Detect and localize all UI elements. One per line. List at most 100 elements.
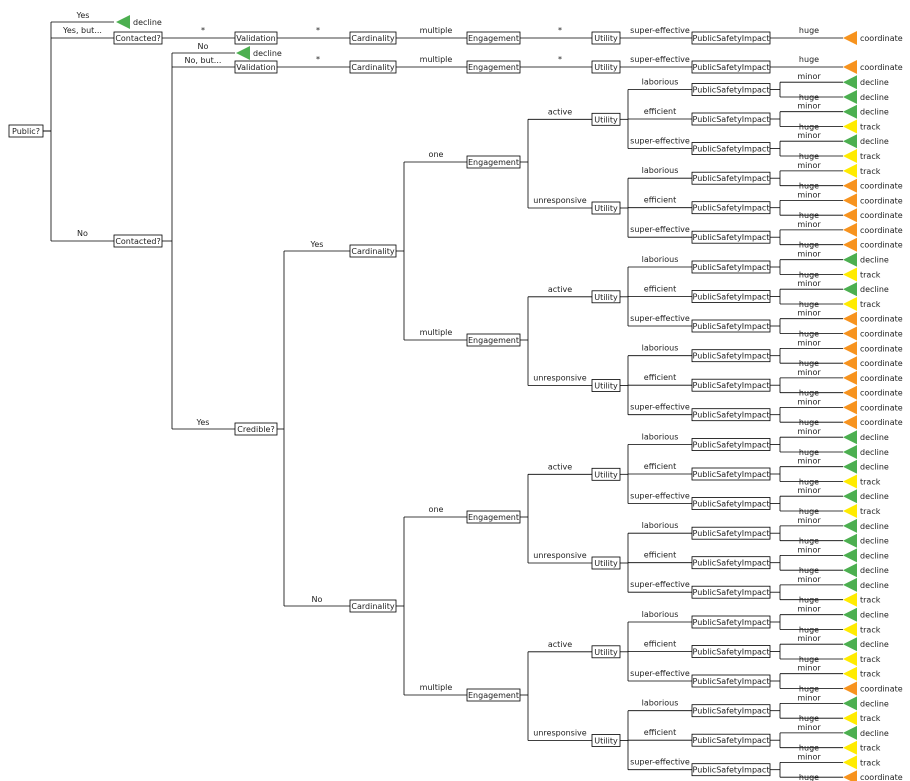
- edge-label: minor: [797, 338, 821, 347]
- node-impact-label: PublicSafetyImpact: [693, 322, 770, 331]
- node-impact-label: PublicSafetyImpact: [693, 293, 770, 302]
- outcome-coordinate: coordinate: [843, 60, 903, 74]
- edge-label: minor: [797, 605, 821, 614]
- edge-label: huge: [799, 418, 819, 427]
- node-impact: PublicSafetyImpact: [691, 615, 771, 629]
- outcome-decline: decline: [843, 533, 889, 548]
- edge-label: unresponsive: [533, 374, 587, 383]
- outcome-label: decline: [860, 551, 889, 560]
- outcome-coordinate: coordinate: [843, 400, 903, 415]
- edge-label: No: [312, 595, 323, 604]
- node-engagement-label: Engagement: [468, 158, 519, 167]
- outcome-label: track: [860, 670, 881, 679]
- outcome-label: coordinate: [860, 773, 903, 781]
- outcome-coordinate: coordinate: [843, 770, 903, 781]
- outcome-label: coordinate: [860, 344, 903, 353]
- node-impact: PublicSafetyImpact: [691, 526, 771, 540]
- edge-label: minor: [797, 190, 821, 199]
- outcome-label: decline: [860, 78, 889, 87]
- node-cardinality-label: Cardinality: [351, 63, 394, 72]
- outcome-track: track: [843, 592, 881, 607]
- outcome-label: decline: [860, 137, 889, 146]
- edge-label: efficient: [644, 728, 676, 737]
- outcome-label: track: [860, 507, 881, 516]
- edge-label: *: [316, 55, 320, 64]
- outcome-label: decline: [860, 581, 889, 590]
- node-impact-label: PublicSafetyImpact: [693, 34, 770, 43]
- node-cardinality: Cardinality: [349, 31, 397, 45]
- node-impact-label: PublicSafetyImpact: [693, 263, 770, 272]
- track-triangle-icon: [843, 504, 857, 518]
- outcome-label: decline: [860, 640, 889, 649]
- outcome-label: decline: [860, 729, 889, 738]
- coordinate-triangle-icon: [843, 326, 857, 341]
- edge-label: laborious: [642, 610, 679, 619]
- coordinate-triangle-icon: [843, 385, 857, 400]
- outcome-label: coordinate: [860, 374, 903, 383]
- edge-label: efficient: [644, 196, 676, 205]
- outcome-label: track: [860, 478, 881, 487]
- edge-label: laborious: [642, 78, 679, 87]
- outcome-label: track: [860, 714, 881, 723]
- outcome-label: decline: [860, 93, 889, 102]
- node-impact: PublicSafetyImpact: [691, 704, 771, 718]
- node-cardinality-label: Cardinality: [351, 34, 394, 43]
- outcome-decline: decline: [843, 75, 889, 90]
- node-utility-label: Utility: [594, 63, 618, 72]
- decline-triangle-icon: [843, 518, 857, 533]
- node-engagement-label: Engagement: [468, 336, 519, 345]
- outcome-label: coordinate: [860, 34, 903, 43]
- node-engagement-label: Engagement: [468, 513, 519, 522]
- outcome-coordinate: coordinate: [843, 31, 903, 45]
- node-impact-label: PublicSafetyImpact: [693, 470, 770, 479]
- edge-label: Yes: [310, 240, 324, 249]
- node-impact-label: PublicSafetyImpact: [693, 766, 770, 775]
- node-utility-label: Utility: [594, 293, 618, 302]
- outcome-label: decline: [860, 492, 889, 501]
- node-engagement: Engagement: [466, 31, 521, 45]
- outcome-track: track: [843, 504, 881, 518]
- decline-triangle-icon: [843, 696, 857, 711]
- track-triangle-icon: [843, 474, 857, 489]
- edge-label: huge: [799, 330, 819, 339]
- node-utility-label: Utility: [594, 204, 618, 213]
- edge-label: minor: [797, 397, 821, 406]
- node-impact: PublicSafetyImpact: [691, 467, 771, 481]
- outcome-label: decline: [860, 448, 889, 457]
- node-impact: PublicSafetyImpact: [691, 733, 771, 747]
- node-validation: Validation: [234, 31, 278, 45]
- outcome-decline: decline: [843, 252, 889, 267]
- edge-label: laborious: [642, 521, 679, 530]
- node-impact: PublicSafetyImpact: [691, 112, 771, 126]
- coordinate-triangle-icon: [843, 237, 857, 252]
- coordinate-triangle-icon: [843, 31, 857, 45]
- node-impact-label: PublicSafetyImpact: [693, 588, 770, 597]
- node-impact-label: PublicSafetyImpact: [693, 618, 770, 627]
- outcome-track: track: [843, 297, 881, 311]
- node-impact: PublicSafetyImpact: [691, 645, 771, 658]
- node-impact: PublicSafetyImpact: [691, 142, 771, 155]
- node-impact: PublicSafetyImpact: [691, 171, 771, 185]
- node-utility-label: Utility: [594, 470, 618, 479]
- outcome-track: track: [843, 474, 881, 489]
- node-impact: PublicSafetyImpact: [691, 290, 771, 303]
- coordinate-triangle-icon: [843, 193, 857, 208]
- outcome-label: decline: [253, 49, 282, 58]
- node-contacted-top: Contacted?: [113, 31, 163, 45]
- node-impact-label: PublicSafetyImpact: [693, 352, 770, 361]
- node-engagement: Engagement: [466, 155, 521, 169]
- node-impact-label: PublicSafetyImpact: [693, 115, 770, 124]
- decline-triangle-icon: [116, 15, 130, 29]
- edge-label: Yes: [196, 418, 210, 427]
- outcome-label: coordinate: [860, 330, 903, 339]
- edge-label: huge: [799, 537, 819, 546]
- track-triangle-icon: [843, 119, 857, 134]
- outcome-coordinate: coordinate: [843, 178, 903, 193]
- decline-triangle-icon: [843, 725, 857, 740]
- decline-triangle-icon: [843, 489, 857, 504]
- node-engagement-label: Engagement: [468, 34, 519, 43]
- node-validation-label: Validation: [236, 34, 276, 43]
- edge-label: huge: [799, 389, 819, 398]
- edge-label: huge: [799, 271, 819, 280]
- node-engagement-label: Engagement: [468, 691, 519, 700]
